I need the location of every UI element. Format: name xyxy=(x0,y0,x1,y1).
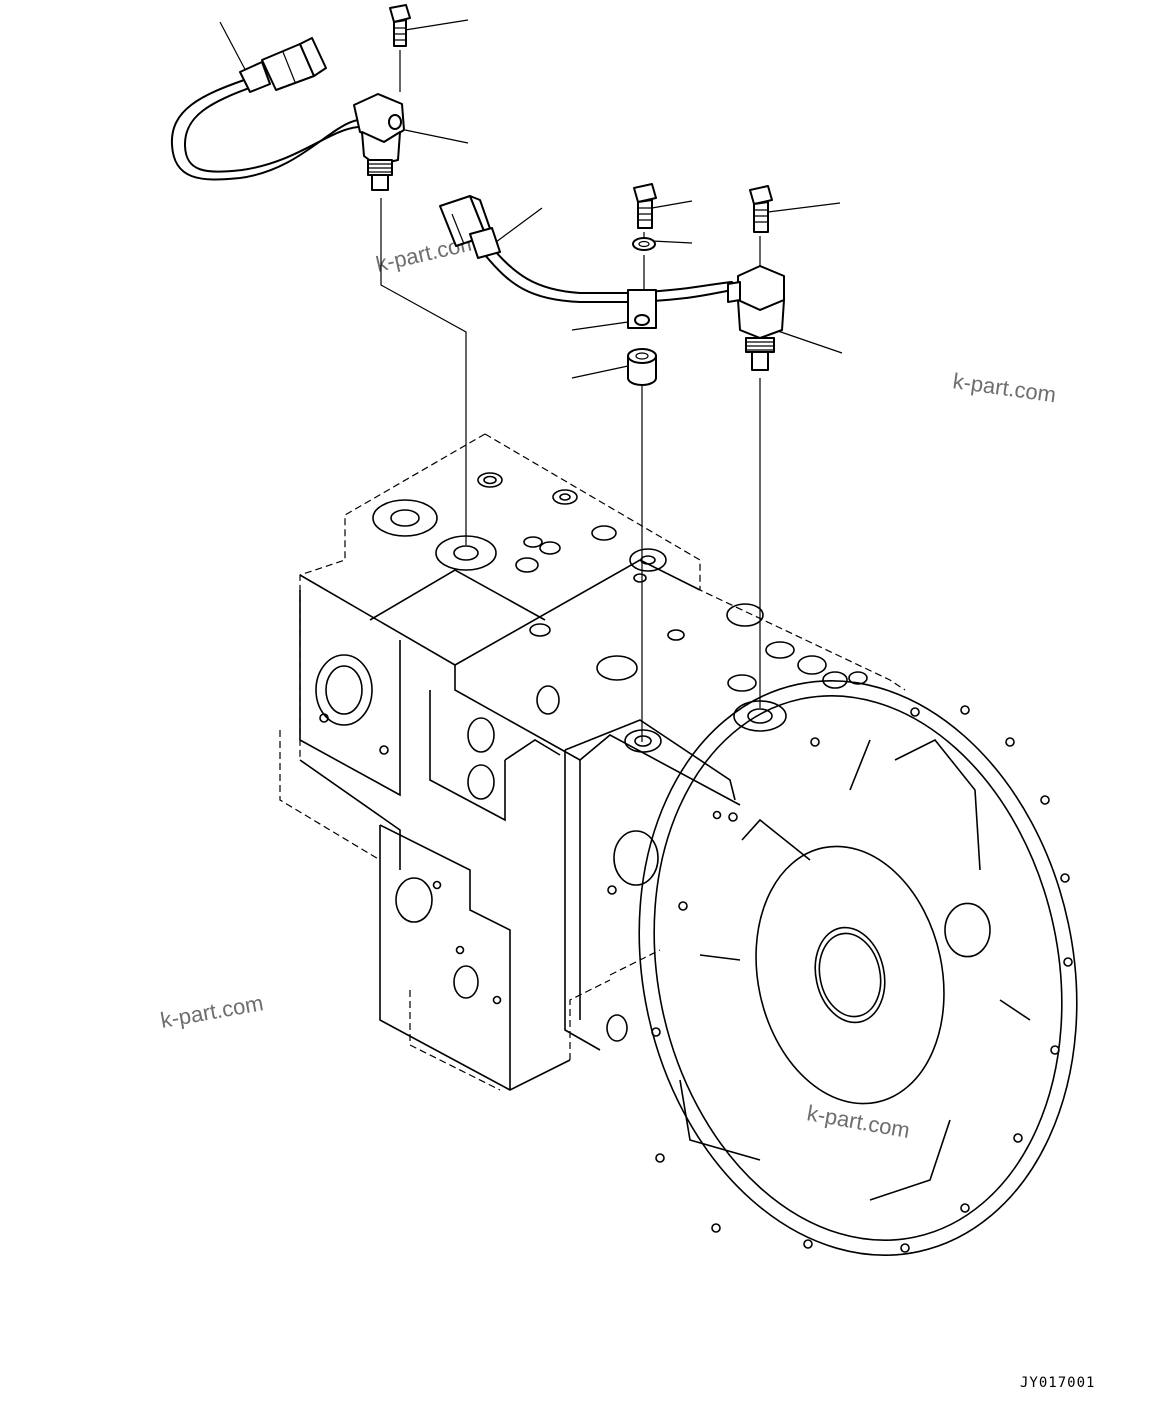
watermark-4: k-part.com xyxy=(805,1100,912,1143)
spacer xyxy=(627,348,657,386)
drawing-code: JY017001 xyxy=(1020,1375,1095,1391)
bolt-3 xyxy=(749,185,773,233)
watermark-3: k-part.com xyxy=(159,990,266,1033)
hydraulic-pump-assembly xyxy=(279,433,1078,1256)
pressure-sensor-1 xyxy=(170,37,405,191)
alignment-lines xyxy=(219,19,843,742)
pressure-sensor-2 xyxy=(439,195,785,371)
bolt-1 xyxy=(389,4,411,47)
bolt-2 xyxy=(633,183,657,229)
watermark-2: k-part.com xyxy=(951,368,1057,407)
washer xyxy=(632,237,656,251)
